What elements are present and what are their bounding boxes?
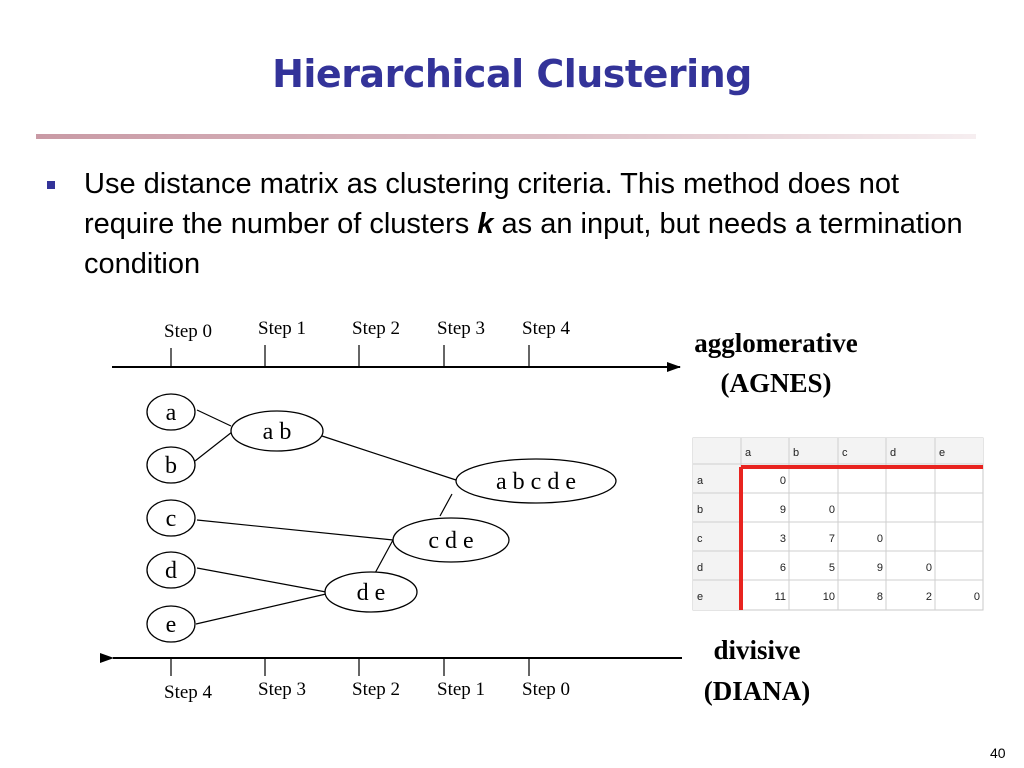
bullet-text-k: k bbox=[477, 208, 494, 240]
matrix-row-header: b bbox=[697, 504, 703, 516]
diana-step-label: Step 0 bbox=[522, 679, 570, 700]
edge-e-de bbox=[195, 593, 327, 625]
divisive-label: divisive bbox=[713, 635, 800, 665]
edge-d-de bbox=[196, 567, 327, 593]
matrix-row-header: d bbox=[697, 562, 703, 574]
matrix-cell: 5 bbox=[829, 562, 835, 574]
leaf-node-a bbox=[146, 393, 196, 431]
matrix-rowheader-bg bbox=[693, 438, 741, 610]
divisive-axis: Step 4 Step 3 Step 2 Step 1 Step 0 divis… bbox=[100, 635, 810, 706]
bullet-square-icon bbox=[47, 181, 55, 189]
diana-label: (DIANA) bbox=[704, 676, 810, 706]
cluster-label-de: d e bbox=[357, 580, 386, 606]
matrix-cell: 0 bbox=[974, 591, 980, 603]
matrix-cell: 6 bbox=[780, 562, 786, 574]
agnes-step-label: Step 2 bbox=[352, 318, 400, 339]
distance-matrix: a b c d e a b c d e 0 9 0 3 7 0 6 5 9 0 … bbox=[692, 437, 984, 611]
slide-title: Hierarchical Clustering bbox=[272, 52, 752, 96]
leaf-nodes: a b c d e bbox=[146, 393, 196, 643]
agglomerative-axis: Step 0 Step 1 Step 2 Step 3 Step 4 agglo… bbox=[112, 318, 858, 398]
agnes-step-label: Step 1 bbox=[258, 318, 306, 339]
cluster-node-de bbox=[324, 571, 418, 613]
cluster-node-abcde bbox=[455, 458, 617, 504]
leaf-label-a: a bbox=[166, 400, 177, 426]
matrix-cell: 10 bbox=[823, 591, 835, 603]
matrix-row-header: c bbox=[697, 533, 703, 545]
cluster-node-cde bbox=[392, 517, 510, 563]
matrix-row-header: a bbox=[697, 475, 704, 487]
diana-step-label: Step 1 bbox=[437, 679, 485, 700]
bullet-text-part2: as an input, but needs a termination con… bbox=[84, 208, 963, 280]
matrix-row-header: e bbox=[697, 591, 703, 603]
matrix-col-header: d bbox=[890, 447, 896, 459]
edge-a-ab bbox=[196, 409, 232, 427]
matrix-cell: 9 bbox=[780, 504, 786, 516]
agnes-step-label: Step 3 bbox=[437, 318, 485, 339]
bullet-text: Use distance matrix as clustering criter… bbox=[84, 164, 984, 284]
edge-ab-abcde bbox=[321, 435, 457, 481]
cluster-label-cde: c d e bbox=[428, 528, 473, 554]
leaf-label-c: c bbox=[166, 506, 177, 532]
cluster-node-ab bbox=[230, 410, 324, 452]
agglomerative-label: agglomerative bbox=[694, 328, 857, 358]
leaf-label-d: d bbox=[165, 558, 177, 584]
leaf-node-b bbox=[146, 446, 196, 484]
matrix-cell: 0 bbox=[780, 475, 786, 487]
matrix-cell: 3 bbox=[780, 533, 786, 545]
edge-de-cde bbox=[373, 539, 394, 576]
matrix-cell: 0 bbox=[829, 504, 835, 516]
cluster-label-ab: a b bbox=[263, 419, 292, 445]
agnes-label: (AGNES) bbox=[720, 368, 831, 398]
cluster-nodes: a b a b c d e c d e d e bbox=[230, 410, 617, 613]
diana-step-label: Step 2 bbox=[352, 679, 400, 700]
matrix-col-header: a bbox=[745, 447, 752, 459]
page-number: 40 bbox=[990, 745, 1006, 761]
matrix-cell: 0 bbox=[877, 533, 883, 545]
leaf-node-d bbox=[146, 551, 196, 589]
leaf-label-b: b bbox=[165, 453, 177, 479]
matrix-col-header: c bbox=[842, 447, 848, 459]
title-divider bbox=[36, 134, 976, 139]
leaf-node-e bbox=[146, 605, 196, 643]
matrix-cell: 0 bbox=[926, 562, 932, 574]
matrix-cell: 2 bbox=[926, 591, 932, 603]
agnes-step-label: Step 0 bbox=[164, 321, 212, 342]
dendrogram-edges bbox=[194, 409, 457, 625]
leaf-label-e: e bbox=[166, 612, 177, 638]
matrix-col-header: b bbox=[793, 447, 799, 459]
edge-b-ab bbox=[194, 431, 233, 462]
edge-cde-abcde bbox=[439, 493, 453, 517]
leaf-node-c bbox=[146, 499, 196, 537]
edge-c-cde bbox=[196, 519, 394, 541]
matrix-col-header: e bbox=[939, 447, 945, 459]
diana-step-label: Step 4 bbox=[164, 682, 213, 703]
matrix-cell: 9 bbox=[877, 562, 883, 574]
agnes-step-label: Step 4 bbox=[522, 318, 571, 339]
matrix-cell: 7 bbox=[829, 533, 835, 545]
matrix-cell: 8 bbox=[877, 591, 883, 603]
cluster-label-abcde: a b c d e bbox=[496, 469, 576, 495]
diana-step-label: Step 3 bbox=[258, 679, 306, 700]
matrix-cell: 11 bbox=[775, 591, 786, 603]
bullet-text-part1: Use distance matrix as clustering criter… bbox=[84, 168, 900, 240]
